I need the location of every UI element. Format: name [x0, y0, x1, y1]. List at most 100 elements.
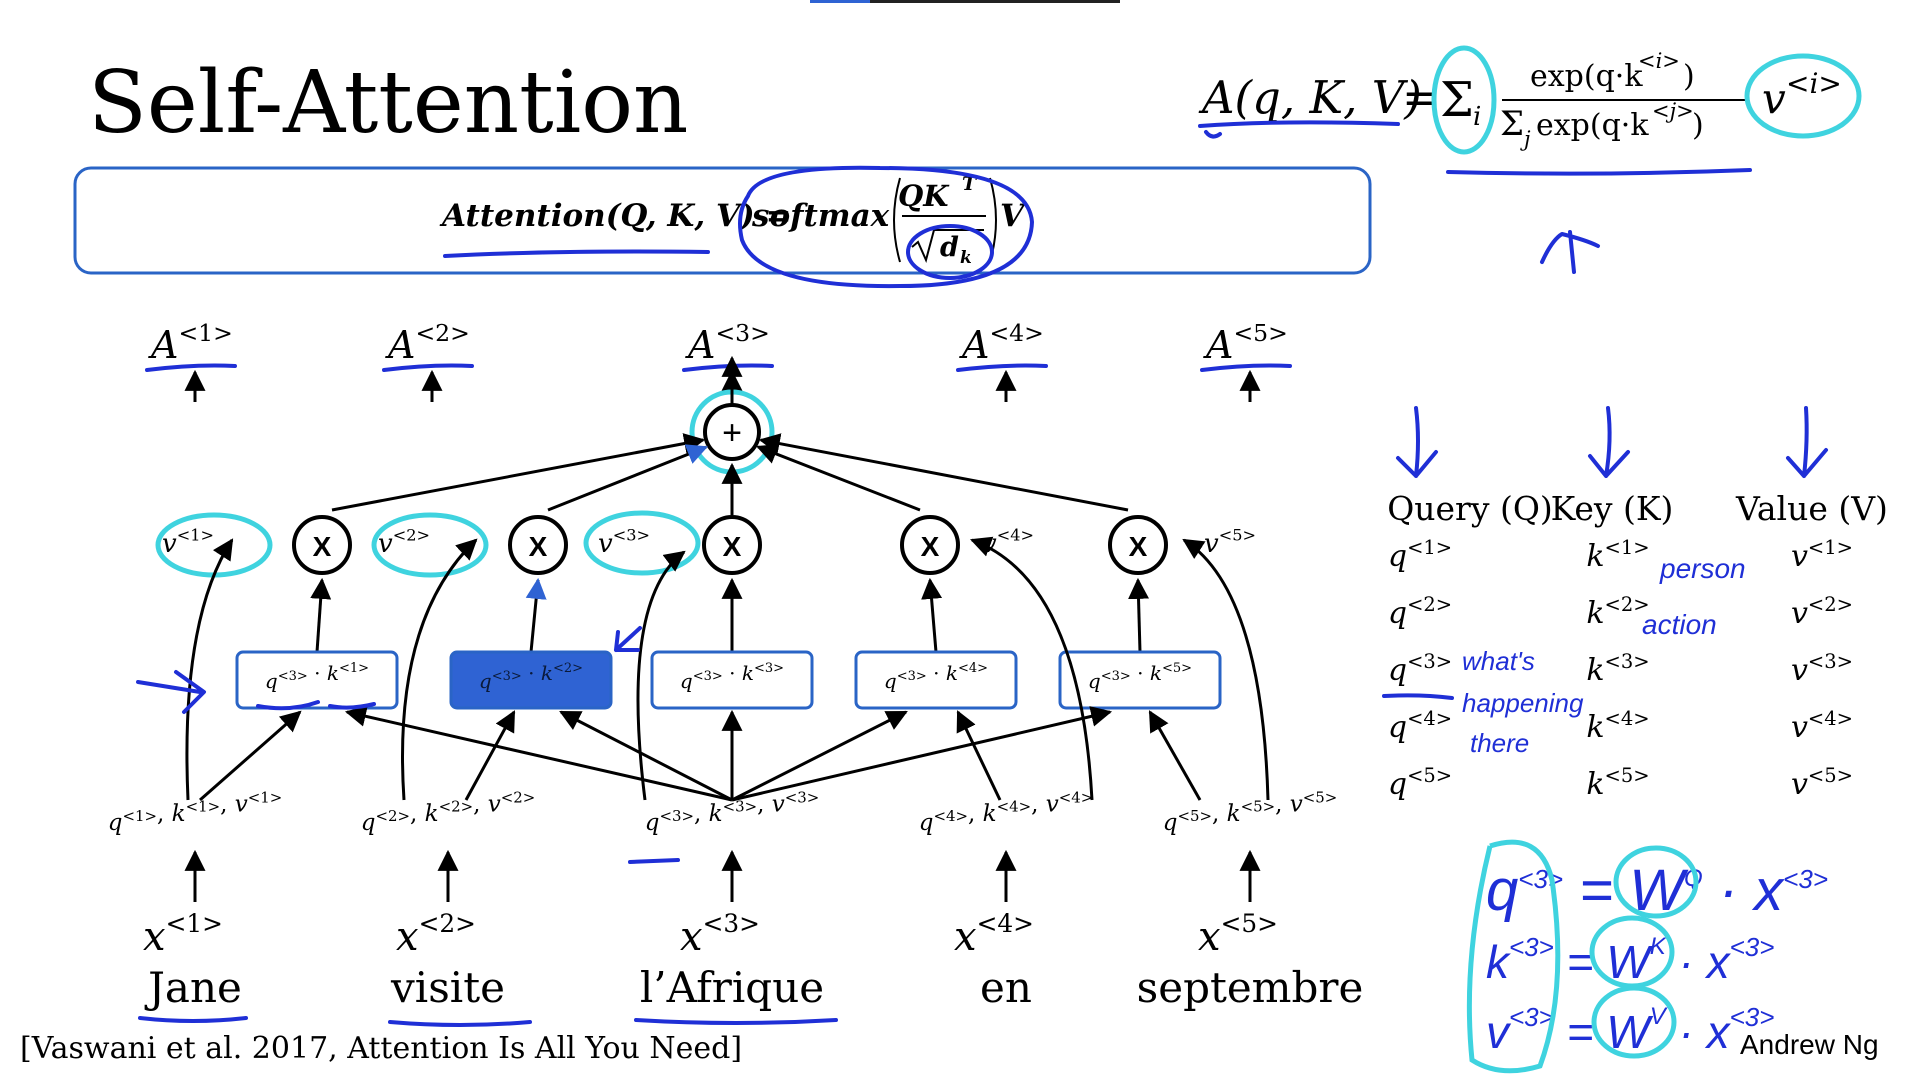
table-v-4: v<4>: [1791, 707, 1853, 745]
ink-underline-output-2: [382, 363, 474, 372]
ink-underline-attention: [443, 249, 710, 258]
cyan-circle-value-3: [583, 510, 701, 576]
table-k-1: k<1>: [1586, 536, 1649, 574]
table-k-5: k<5>: [1586, 764, 1649, 802]
top-formula-num-sup: <i>: [1638, 49, 1680, 73]
top-progress-bar: [810, 0, 1120, 3]
input-x-4: x<4>: [954, 909, 1034, 960]
ink-underline-a-mark: [1204, 130, 1222, 139]
cyan-circle-value-2: [371, 512, 489, 578]
qkv-table: Query (Q)Key (K)Value (V)q<1>q<2>q<3>q<4…: [1387, 489, 1888, 802]
box-to-mult-arrow-4: [921, 577, 943, 653]
table-v-5: v<5>: [1791, 764, 1853, 802]
value-label-1: v<1>: [162, 525, 214, 559]
ink-circle-dk: [906, 224, 994, 280]
ink-mark-box-2: [614, 626, 642, 652]
table-v-3: v<3>: [1791, 650, 1853, 688]
attention-formula-box: [73, 166, 1372, 275]
multiply-symbol-1: X: [313, 531, 332, 562]
input-word-1: Jane: [144, 963, 242, 1012]
table-header-2: Key (K): [1551, 489, 1674, 528]
slide-title: Self-Attention: [88, 53, 688, 153]
top-formula-den-close: ): [1692, 108, 1704, 143]
value-curve-4: [970, 536, 1094, 801]
output-a-2: A<2>: [385, 319, 470, 367]
ink-underline-box-1: [256, 700, 376, 711]
multiply-node-1: [292, 515, 352, 575]
value-curve-2: [401, 538, 478, 801]
hand-annotations: [1396, 406, 1828, 478]
mult-to-sum-arrow-1: [331, 433, 706, 512]
dot-product-label-5: q<3> · k<5>: [1088, 661, 1192, 693]
key-arrow-3: [956, 710, 1002, 801]
table-q-1: q<1>: [1388, 536, 1452, 574]
multiply-node-3: [702, 515, 762, 575]
dot-product-label-4: q<3> · k<4>: [884, 661, 988, 693]
input-x-3: x<3>: [680, 909, 760, 960]
query-fan-arrow-2: [559, 710, 733, 802]
input-word-5: septembre: [1137, 963, 1364, 1012]
weight-eq-3: v<3> = WV · x<3>: [1486, 1002, 1774, 1058]
output-a-1: A<1>: [148, 319, 233, 367]
top-formula-den: exp(q·k: [1536, 108, 1649, 143]
output-a-4: A<4>: [959, 319, 1044, 367]
input-x-5: x<5>: [1198, 909, 1278, 960]
annotation-action: action: [1642, 609, 1717, 640]
top-formula-den-sum: Σ: [1500, 104, 1524, 144]
ink-underline-output-1: [145, 363, 237, 372]
citation: [Vaswani et al. 2017, Attention Is All Y…: [20, 1031, 742, 1066]
dot-product-label-1: q<3> · k<1>: [265, 661, 369, 693]
mult-to-sum-arrow-5: [758, 433, 1129, 512]
dot-product-box-4: [854, 650, 1018, 710]
cyan-circle-weight-1: [1613, 845, 1699, 919]
input-x-1: x<1>: [143, 909, 223, 960]
attention-formula: Attention(Q, K, V) = softmax QK T d k V: [439, 173, 1027, 268]
ink-underline-word-2: [388, 1020, 532, 1027]
table-q-5: q<5>: [1388, 764, 1452, 802]
input-x-2: x<2>: [396, 909, 476, 960]
qkv-row-2: q<2>, k<2>, v<2>: [361, 788, 536, 836]
ink-underline-output-5: [1200, 363, 1292, 372]
formula-tail: V: [1000, 198, 1027, 234]
cyan-circle-v: [1744, 53, 1862, 139]
dot-product-box-2: [449, 650, 613, 710]
ink-underline-word-3: [634, 1018, 838, 1025]
value-label-2: v<2>: [378, 525, 430, 559]
top-progress-fill: [810, 0, 870, 3]
ink-underline-output-4: [956, 363, 1048, 372]
formula-softmax: softmax: [751, 198, 890, 234]
table-k-2: k<2>: [1586, 593, 1649, 631]
top-formula-num: exp(q·k: [1530, 59, 1643, 94]
top-formula-lhs: A(q, K, V): [1198, 71, 1422, 124]
qkv-row-3: q<3>, k<3>, v<3>: [645, 788, 820, 836]
key-arrow-1: [199, 710, 302, 802]
key-arrow-2: [464, 710, 516, 801]
annotation-person: person: [1659, 553, 1746, 584]
value-label-4: v<4>: [982, 525, 1034, 559]
cyan-circle-weight-3: [1591, 985, 1677, 1059]
ink-underline-q3: [1382, 693, 1454, 700]
formula-numerator: QK: [898, 179, 950, 213]
multiply-node-5: [1108, 515, 1168, 575]
top-formula-v-sup: <i>: [1786, 67, 1842, 100]
input-word-3: l’Afrique: [640, 963, 824, 1012]
annotation-there: there: [1470, 728, 1529, 758]
author-credit: Andrew Ng: [1740, 1029, 1879, 1060]
multiply-symbol-3: X: [723, 531, 742, 562]
qkv-row-4: q<4>, k<4>, v<4>: [919, 788, 1094, 836]
weight-eq-1: q<3> = WQ · x<3>: [1486, 858, 1828, 923]
top-formula-v: v: [1762, 74, 1786, 123]
table-v-1: v<1>: [1791, 536, 1853, 574]
attention-middle: Xv<1>q<3> · k<1>Xv<2>q<3> · k<2>Xv<3>q<3…: [108, 433, 1364, 1027]
top-formula-sum: Σ: [1440, 72, 1474, 128]
ink-underline-a: [1198, 120, 1400, 128]
value-label-3: v<3>: [598, 525, 650, 559]
table-header-1: Query (Q): [1387, 489, 1553, 528]
ink-arrow-up: [1540, 230, 1600, 274]
self-attention-formula: A(q, K, V) = Σ i exp(q·k <i> ) Σ j exp(q…: [1198, 49, 1842, 151]
annotation-happening: happening: [1462, 688, 1584, 718]
value-curve-5: [1182, 538, 1270, 801]
top-formula-den-sup: <j>: [1652, 99, 1694, 123]
dot-product-label-3: q<3> · k<3>: [680, 661, 784, 693]
